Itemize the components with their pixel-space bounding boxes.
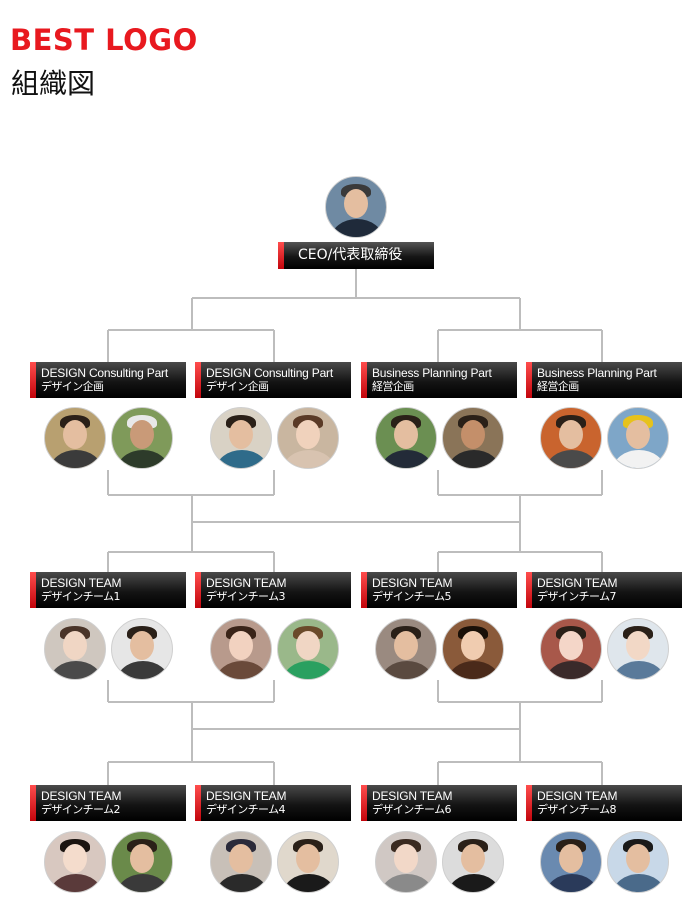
team-label: DESIGN TEAM デザインチーム3	[195, 572, 351, 608]
part-label-en: DESIGN Consulting Part	[41, 366, 168, 380]
brand-logo-text: BEST LOGO	[10, 23, 198, 57]
team-label-en: DESIGN TEAM	[41, 789, 122, 803]
ceo-avatar	[325, 176, 387, 238]
team-label-ja: デザインチーム2	[41, 803, 120, 816]
member-avatar	[540, 407, 602, 469]
member-avatar	[44, 618, 106, 680]
page-title: 組織図	[11, 67, 96, 100]
member-avatar	[442, 618, 504, 680]
team-label-en: DESIGN TEAM	[206, 576, 287, 590]
part-label-ja: デザイン企画	[41, 380, 104, 393]
team-label-ja: デザインチーム5	[372, 590, 451, 603]
member-avatar	[44, 831, 106, 893]
member-avatar	[210, 618, 272, 680]
member-avatar	[375, 831, 437, 893]
member-avatar	[375, 618, 437, 680]
part-label-en: Business Planning Part	[537, 366, 657, 380]
member-avatar	[540, 831, 602, 893]
team-label-ja: デザインチーム4	[206, 803, 285, 816]
team-label: DESIGN TEAM デザインチーム4	[195, 785, 351, 821]
member-avatar	[277, 831, 339, 893]
team-label: DESIGN TEAM デザインチーム6	[361, 785, 517, 821]
team-label: DESIGN TEAM デザインチーム5	[361, 572, 517, 608]
team-label: DESIGN TEAM デザインチーム7	[526, 572, 682, 608]
part-label-en: DESIGN Consulting Part	[206, 366, 333, 380]
team-label-ja: デザインチーム1	[41, 590, 120, 603]
part-label: Business Planning Part 経営企画	[526, 362, 682, 398]
member-avatar	[375, 407, 437, 469]
member-avatar	[111, 618, 173, 680]
member-avatar	[210, 407, 272, 469]
team-label: DESIGN TEAM デザインチーム2	[30, 785, 186, 821]
team-label-en: DESIGN TEAM	[41, 576, 122, 590]
team-label-ja: デザインチーム6	[372, 803, 451, 816]
member-avatar	[607, 618, 669, 680]
team-label-ja: デザインチーム3	[206, 590, 285, 603]
part-label: DESIGN Consulting Part デザイン企画	[195, 362, 351, 398]
member-avatar	[607, 831, 669, 893]
team-label-en: DESIGN TEAM	[372, 789, 453, 803]
team-label-en: DESIGN TEAM	[206, 789, 287, 803]
part-label: Business Planning Part 経営企画	[361, 362, 517, 398]
member-avatar	[277, 618, 339, 680]
part-label: DESIGN Consulting Part デザイン企画	[30, 362, 186, 398]
team-label: DESIGN TEAM デザインチーム1	[30, 572, 186, 608]
member-avatar	[442, 407, 504, 469]
member-avatar	[111, 831, 173, 893]
team-label-en: DESIGN TEAM	[372, 576, 453, 590]
team-label-en: DESIGN TEAM	[537, 789, 618, 803]
part-label-ja: デザイン企画	[206, 380, 269, 393]
part-label-ja: 経営企画	[372, 380, 414, 393]
part-label-ja: 経営企画	[537, 380, 579, 393]
part-label-en: Business Planning Part	[372, 366, 492, 380]
member-avatar	[442, 831, 504, 893]
member-avatar	[44, 407, 106, 469]
team-label: DESIGN TEAM デザインチーム8	[526, 785, 682, 821]
member-avatar	[210, 831, 272, 893]
member-avatar	[111, 407, 173, 469]
member-avatar	[540, 618, 602, 680]
team-label-en: DESIGN TEAM	[537, 576, 618, 590]
team-label-ja: デザインチーム7	[537, 590, 616, 603]
member-avatar	[277, 407, 339, 469]
member-avatar	[607, 407, 669, 469]
team-label-ja: デザインチーム8	[537, 803, 616, 816]
ceo-label: CEO/代表取締役	[278, 242, 434, 269]
